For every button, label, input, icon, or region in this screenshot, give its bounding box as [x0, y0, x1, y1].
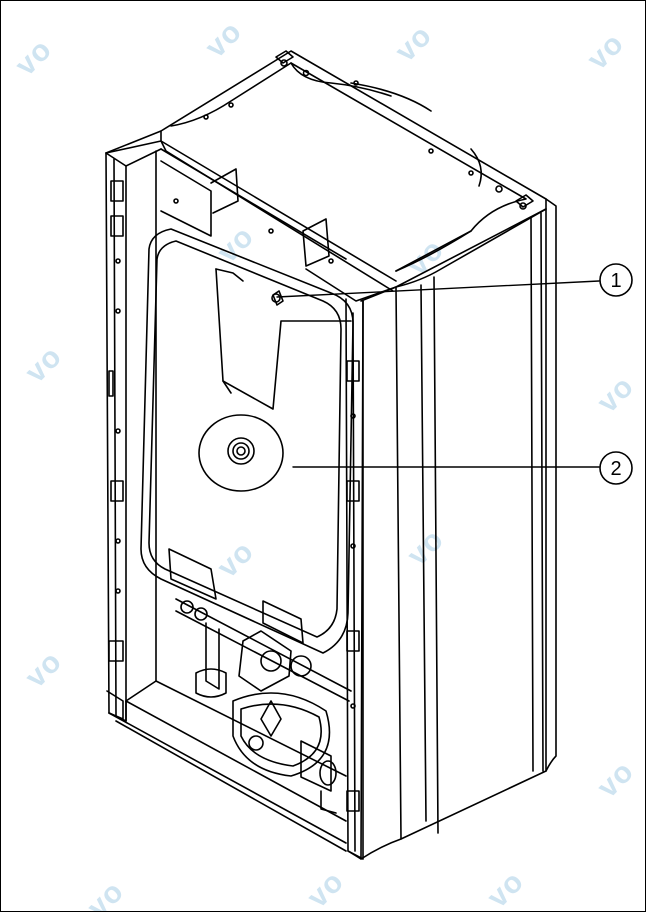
callout-circle	[599, 263, 633, 297]
top-panel	[105, 50, 547, 302]
callout-number-2: 2	[610, 458, 621, 480]
right-side-panel	[360, 198, 557, 860]
callout-number-1: 1	[610, 270, 621, 292]
rear-wall	[125, 148, 347, 822]
leader-line-1	[276, 280, 600, 298]
callout-1: 1	[599, 263, 633, 297]
callout-circle	[599, 451, 633, 485]
callout-2: 2	[599, 451, 633, 485]
bottom-base	[108, 700, 362, 860]
callout-leaders	[276, 280, 600, 468]
expansion-vessel	[140, 228, 354, 654]
pump-assembly	[175, 598, 352, 814]
